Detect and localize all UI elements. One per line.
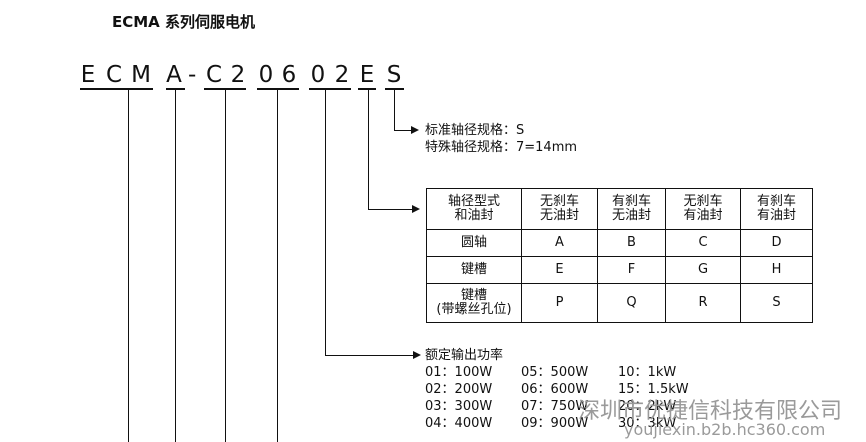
code-char-c: C: [105, 62, 123, 88]
leader-line-s: [394, 90, 395, 130]
underline-e: [358, 88, 376, 90]
arrow-head-s: [411, 126, 419, 134]
table-row: 键槽 E F G H: [426, 256, 813, 284]
table-header-row: 轴径型式 和油封 无刹车 无油封 有刹车 无油封 无刹车 有油封 有刹车 有油封: [426, 188, 813, 230]
arrow-line-s: [394, 130, 411, 131]
table-cell: A: [521, 229, 598, 257]
power-item: 07：750W: [521, 399, 589, 414]
table-cell: P: [521, 283, 598, 323]
code-char-0b: 0: [310, 62, 326, 88]
underline-ecm: [80, 88, 153, 90]
leader-line-02: [325, 90, 326, 355]
power-item: 06：600W: [521, 382, 589, 397]
code-char-m: M: [131, 62, 151, 88]
code-dash: -: [188, 62, 197, 88]
table-row: 圆轴 A B C D: [426, 229, 813, 257]
table-cell: S: [740, 283, 813, 323]
arrow-head-02: [413, 351, 421, 359]
leader-line-ecm: [128, 90, 129, 442]
underline-c2: [204, 88, 246, 90]
table-cell: G: [665, 256, 741, 284]
table-cell: H: [740, 256, 813, 284]
leader-line-a: [175, 90, 176, 442]
power-item: 10：1kW: [618, 365, 677, 380]
underline-s: [385, 88, 404, 90]
table-row-label: 键槽 (带螺丝孔位): [426, 283, 522, 323]
shaft-special-text: 特殊轴径规格：7=14mm: [425, 140, 578, 155]
table-header-cell: 有刹车 无油封: [597, 188, 666, 230]
power-item: 03：300W: [425, 399, 493, 414]
leader-line-e: [368, 90, 369, 209]
table-cell: D: [740, 229, 813, 257]
code-char-6: 6: [281, 62, 297, 88]
watermark-company: 深圳市优捷信科技有限公司: [578, 399, 843, 424]
power-item: 01：100W: [425, 365, 493, 380]
power-item: 04：400W: [425, 416, 493, 431]
leader-line-06: [277, 90, 278, 442]
power-item: 20：2kW: [618, 399, 677, 414]
power-item: 02：200W: [425, 382, 493, 397]
arrow-head-e: [412, 205, 420, 213]
table-row-label: 圆轴: [426, 229, 522, 257]
code-char-e2: E: [359, 62, 375, 88]
code-char-0a: 0: [258, 62, 274, 88]
table-header-cell: 无刹车 有油封: [665, 188, 741, 230]
shaft-standard-text: 标准轴径规格：S: [425, 123, 525, 138]
table-cell: B: [597, 229, 666, 257]
underline-06: [257, 88, 299, 90]
power-item: 09：900W: [521, 416, 589, 431]
power-item: 15：1.5kW: [618, 382, 689, 397]
table-cell: C: [665, 229, 741, 257]
underline-02: [309, 88, 351, 90]
table-cell: Q: [597, 283, 666, 323]
table-cell: R: [665, 283, 741, 323]
table-header-cell: 无刹车 无油封: [521, 188, 598, 230]
code-char-e: E: [80, 62, 96, 88]
table-header-cell: 有刹车 有油封: [740, 188, 813, 230]
table-row-label: 键槽: [426, 256, 522, 284]
power-item: 05：500W: [521, 365, 589, 380]
code-char-c2: C: [205, 62, 223, 88]
code-char-2b: 2: [334, 62, 350, 88]
code-char-2: 2: [230, 62, 246, 88]
power-item: 30：3kW: [618, 416, 677, 431]
watermark-url: youjiexin.b2b.hc360.com: [624, 420, 826, 439]
code-char-s: S: [386, 62, 402, 88]
table-cell: F: [597, 256, 666, 284]
page-title: ECMA 系列伺服电机: [112, 13, 256, 31]
table-cell: E: [521, 256, 598, 284]
table-row: 键槽 (带螺丝孔位) P Q R S: [426, 283, 813, 323]
power-title: 额定输出功率: [425, 348, 504, 363]
leader-line-c2: [225, 90, 226, 442]
shaft-seal-option-table: 轴径型式 和油封 无刹车 无油封 有刹车 无油封 无刹车 有油封 有刹车 有油封…: [426, 188, 813, 323]
arrow-line-e: [368, 209, 412, 210]
table-header-cell: 轴径型式 和油封: [426, 188, 522, 230]
arrow-line-02: [325, 355, 413, 356]
code-char-a: A: [166, 62, 182, 88]
underline-a: [166, 88, 185, 90]
